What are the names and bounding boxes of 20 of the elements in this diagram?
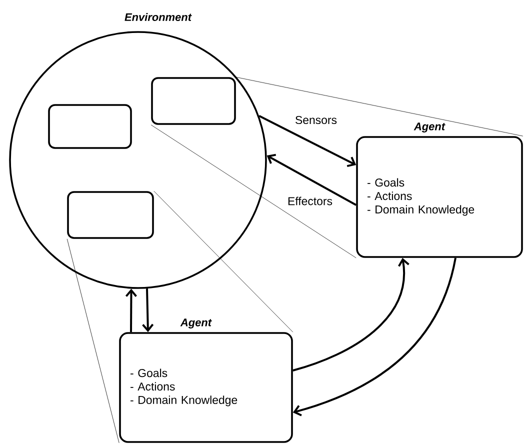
arrow <box>125 288 137 332</box>
node-label: Environment <box>124 12 192 22</box>
arrow <box>142 288 154 332</box>
arrow <box>266 154 357 206</box>
arrow <box>258 115 356 168</box>
agent-box: Agent - Goals - Actions - Domain Knowledge <box>119 318 293 443</box>
connector-line <box>150 124 356 258</box>
arrow <box>292 258 410 372</box>
arrow <box>292 258 456 416</box>
edge-label: Effectors <box>286 196 334 206</box>
edge-label: Sensors <box>294 114 338 126</box>
connector-line <box>154 190 294 332</box>
rounded-box <box>48 104 132 149</box>
connector-line <box>236 76 524 136</box>
node-label: Agent <box>414 122 446 132</box>
connector-line <box>66 238 120 444</box>
rounded-box <box>67 191 154 239</box>
rounded-box <box>151 77 236 125</box>
agent-box: Agent - Goals - Actions - Domain Knowledge <box>356 122 523 258</box>
node-label: Agent <box>180 318 212 328</box>
